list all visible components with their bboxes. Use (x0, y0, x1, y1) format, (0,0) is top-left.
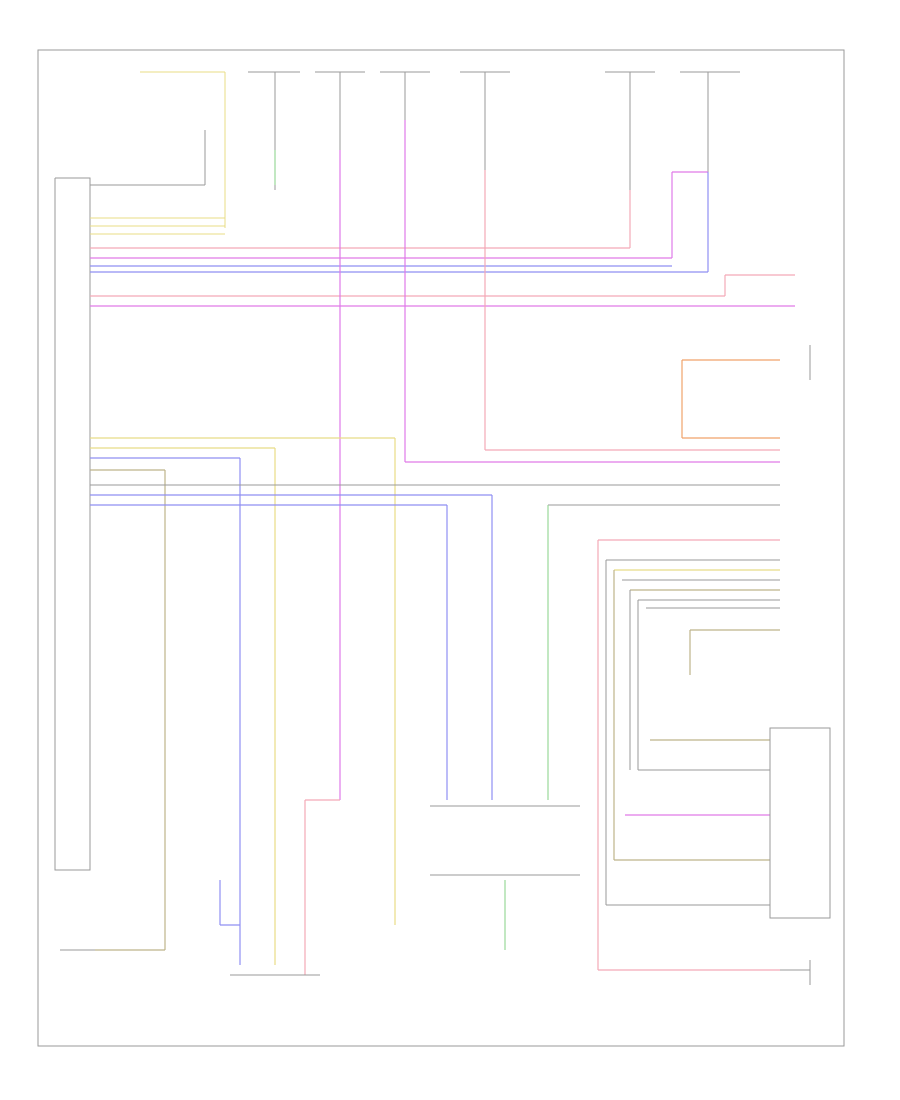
fuse-row (248, 71, 740, 190)
bottom-right-module (780, 960, 811, 985)
fuse-6 (680, 71, 740, 190)
bottom-left-device (219, 880, 320, 976)
bottom-center-module (304, 799, 580, 975)
wire-bundle-upper (90, 171, 795, 307)
fuse-1 (248, 71, 300, 190)
switch-block (597, 539, 831, 971)
wire-bundle-lower (90, 437, 780, 965)
fuse-drops (274, 120, 780, 800)
main-module (54, 177, 91, 871)
top-left-feed (140, 71, 226, 228)
right-side-group (681, 345, 811, 439)
diagram-frame (37, 49, 845, 1047)
fuse-5 (605, 71, 655, 190)
